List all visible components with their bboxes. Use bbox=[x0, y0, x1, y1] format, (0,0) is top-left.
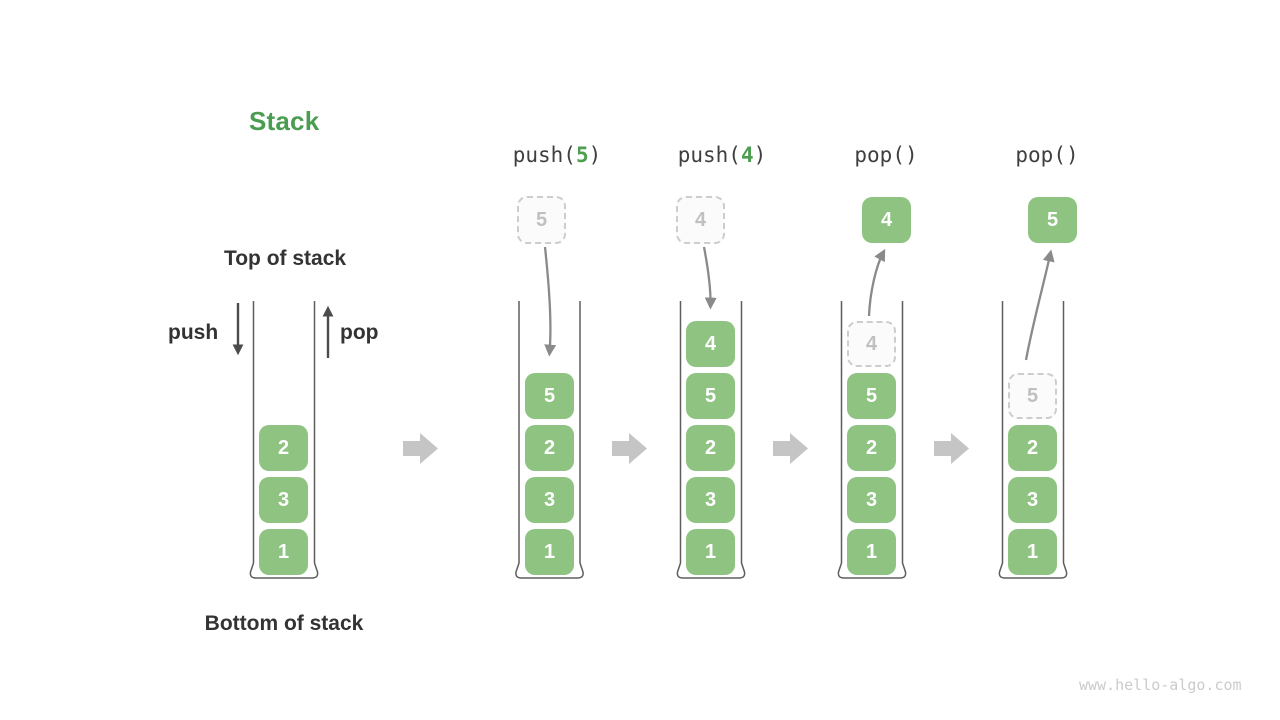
op-label-push5: push(5) bbox=[513, 143, 602, 167]
pop5-arrow bbox=[1024, 249, 1055, 361]
floating-popped-value-4: 4 bbox=[862, 197, 911, 243]
op-text: push( bbox=[677, 143, 741, 167]
op-label-pop-2: pop() bbox=[1015, 143, 1078, 167]
push-label: push bbox=[168, 321, 219, 344]
stack1-item: 3 bbox=[259, 477, 308, 523]
stack5-item: 3 bbox=[1008, 477, 1057, 523]
op-text: ) bbox=[588, 143, 602, 167]
diagram-title: Stack bbox=[249, 106, 320, 136]
stack5-ghost-item: 5 bbox=[1008, 373, 1057, 419]
stack2-item: 5 bbox=[525, 373, 574, 419]
stack-container-2 bbox=[515, 301, 584, 579]
floating-pushed-value-5: 5 bbox=[517, 196, 566, 244]
op-label-push4: push(4) bbox=[678, 143, 767, 167]
op-text: push( bbox=[512, 143, 576, 167]
stack4-item: 2 bbox=[847, 425, 896, 471]
stack3-item: 4 bbox=[686, 321, 735, 367]
pop-label: pop bbox=[340, 321, 379, 344]
watermark: www.hello-algo.com bbox=[1079, 676, 1242, 694]
stack-container-3 bbox=[676, 301, 746, 579]
stack4-item: 1 bbox=[847, 529, 896, 575]
op-text: ) bbox=[753, 143, 767, 167]
stack1-item: 2 bbox=[259, 425, 308, 471]
stack4-item: 3 bbox=[847, 477, 896, 523]
bottom-of-stack-label: Bottom of stack bbox=[204, 612, 364, 635]
floating-popped-value-5: 5 bbox=[1028, 197, 1077, 243]
op-text: pop() bbox=[1015, 143, 1079, 167]
push4-arrow bbox=[702, 246, 717, 310]
stack2-item: 3 bbox=[525, 477, 574, 523]
pop4-arrow bbox=[867, 248, 886, 317]
stack4-item: 5 bbox=[847, 373, 896, 419]
stack-container-1 bbox=[249, 301, 319, 579]
stack-container-4 bbox=[837, 301, 907, 579]
stack5-item: 1 bbox=[1008, 529, 1057, 575]
op-value: 5 bbox=[575, 143, 589, 167]
stack3-item: 5 bbox=[686, 373, 735, 419]
stack2-item: 1 bbox=[525, 529, 574, 575]
op-label-pop-1: pop() bbox=[854, 143, 917, 167]
top-of-stack-label: Top of stack bbox=[223, 247, 347, 270]
transition-arrow-3 bbox=[773, 433, 808, 464]
stack2-item: 2 bbox=[525, 425, 574, 471]
transition-arrow-1 bbox=[403, 433, 438, 464]
stack5-item: 2 bbox=[1008, 425, 1057, 471]
stack3-item: 2 bbox=[686, 425, 735, 471]
stack3-item: 3 bbox=[686, 477, 735, 523]
push5-arrow bbox=[543, 246, 557, 357]
stack-container-5 bbox=[998, 301, 1068, 579]
transition-arrow-2 bbox=[612, 433, 647, 464]
stack3-item: 1 bbox=[686, 529, 735, 575]
transition-arrow-4 bbox=[934, 433, 969, 464]
floating-pushed-value-4: 4 bbox=[676, 196, 725, 244]
op-text: pop() bbox=[854, 143, 918, 167]
stack1-item: 1 bbox=[259, 529, 308, 575]
stack4-ghost-item: 4 bbox=[847, 321, 896, 367]
op-value: 4 bbox=[740, 143, 754, 167]
